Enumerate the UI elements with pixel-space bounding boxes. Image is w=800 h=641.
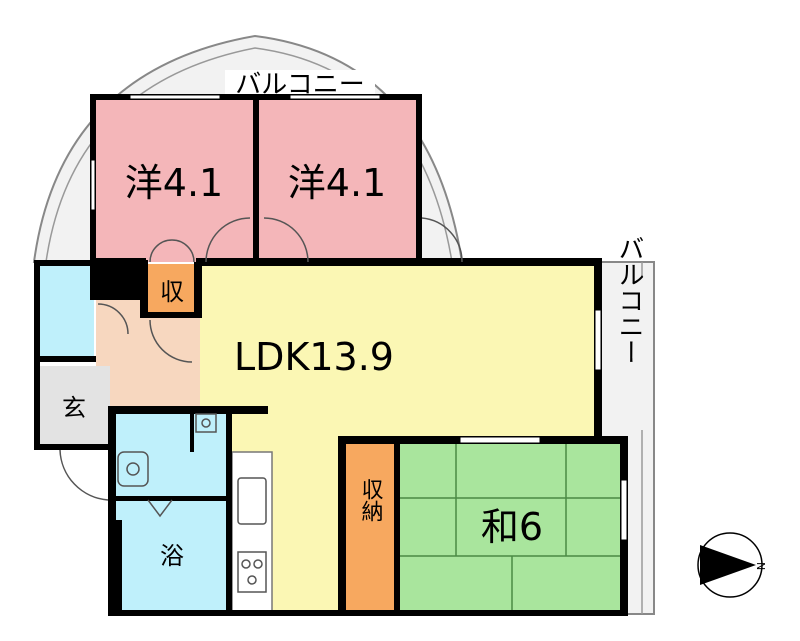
right-balcony-label: バルコニー <box>614 235 644 365</box>
kitchen-sink <box>237 477 267 525</box>
compass-north-label: N <box>754 562 767 570</box>
hall <box>96 300 200 410</box>
sink-basin <box>117 451 149 487</box>
wc <box>38 264 94 356</box>
western-room-2 <box>258 100 416 262</box>
washroom <box>114 412 230 500</box>
closet-label: 収納 <box>358 478 384 522</box>
door-swings <box>59 217 463 518</box>
storage-small <box>146 264 198 316</box>
western-room-2-label: 洋4.1 <box>288 161 386 205</box>
bath-label: 浴 <box>160 542 184 570</box>
western-room-1-label: 洋4.1 <box>125 161 223 205</box>
windows <box>90 94 628 541</box>
storage-small-label: 収 <box>160 278 184 306</box>
fixtures <box>117 413 267 593</box>
bathroom <box>114 500 230 612</box>
entrance <box>38 366 110 446</box>
tatami-lines <box>398 442 624 612</box>
toilet <box>195 413 217 433</box>
compass-icon: N <box>697 532 767 598</box>
stove <box>237 551 267 593</box>
closet <box>344 442 396 612</box>
western-room-1 <box>96 100 254 262</box>
japanese-room <box>398 442 624 612</box>
ldk-label: LDK13.9 <box>234 335 394 379</box>
entrance-label: 玄 <box>62 394 86 422</box>
japanese-room-label: 和6 <box>481 505 543 549</box>
